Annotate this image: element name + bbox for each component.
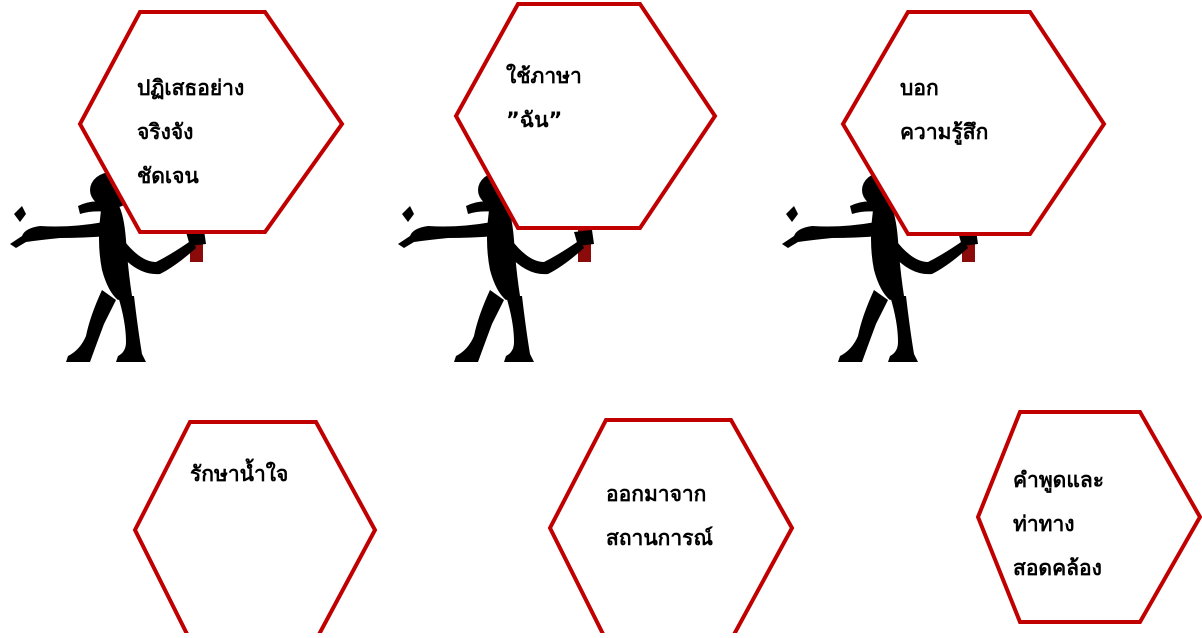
sign-4-line-1: รักษาน้ำใจ: [190, 452, 288, 496]
sign-3-line-2: ความรู้สึก: [900, 110, 988, 154]
sign-1-line-3: ชัดเจน: [137, 154, 244, 198]
sign-1-text: ปฏิเสธอย่าง จริงจัง ชัดเจน: [137, 66, 244, 198]
sign-3-text: บอก ความรู้สึก: [900, 66, 988, 154]
sign-5-text: ออกมาจาก สถานการณ์: [606, 472, 713, 560]
sign-6-line-3: สอดคล้อง: [1013, 546, 1104, 590]
sign-4-text: รักษาน้ำใจ: [190, 452, 288, 496]
sign-3-line-1: บอก: [900, 66, 988, 110]
sign-5-line-2: สถานการณ์: [606, 516, 713, 560]
sign-2-line-2: ”ฉัน”: [506, 98, 582, 142]
sign-2-line-1: ใช้ภาษา: [506, 54, 582, 98]
sign-6-line-2: ท่าทาง: [1013, 502, 1104, 546]
sign-6-line-1: คำพูดและ: [1013, 458, 1104, 502]
sign-2-text: ใช้ภาษา ”ฉัน”: [506, 54, 582, 142]
sign-1-line-1: ปฏิเสธอย่าง: [137, 66, 244, 110]
sign-5-line-1: ออกมาจาก: [606, 472, 713, 516]
sign-6-text: คำพูดและ ท่าทาง สอดคล้อง: [1013, 458, 1104, 590]
sign-1-line-2: จริงจัง: [137, 110, 244, 154]
